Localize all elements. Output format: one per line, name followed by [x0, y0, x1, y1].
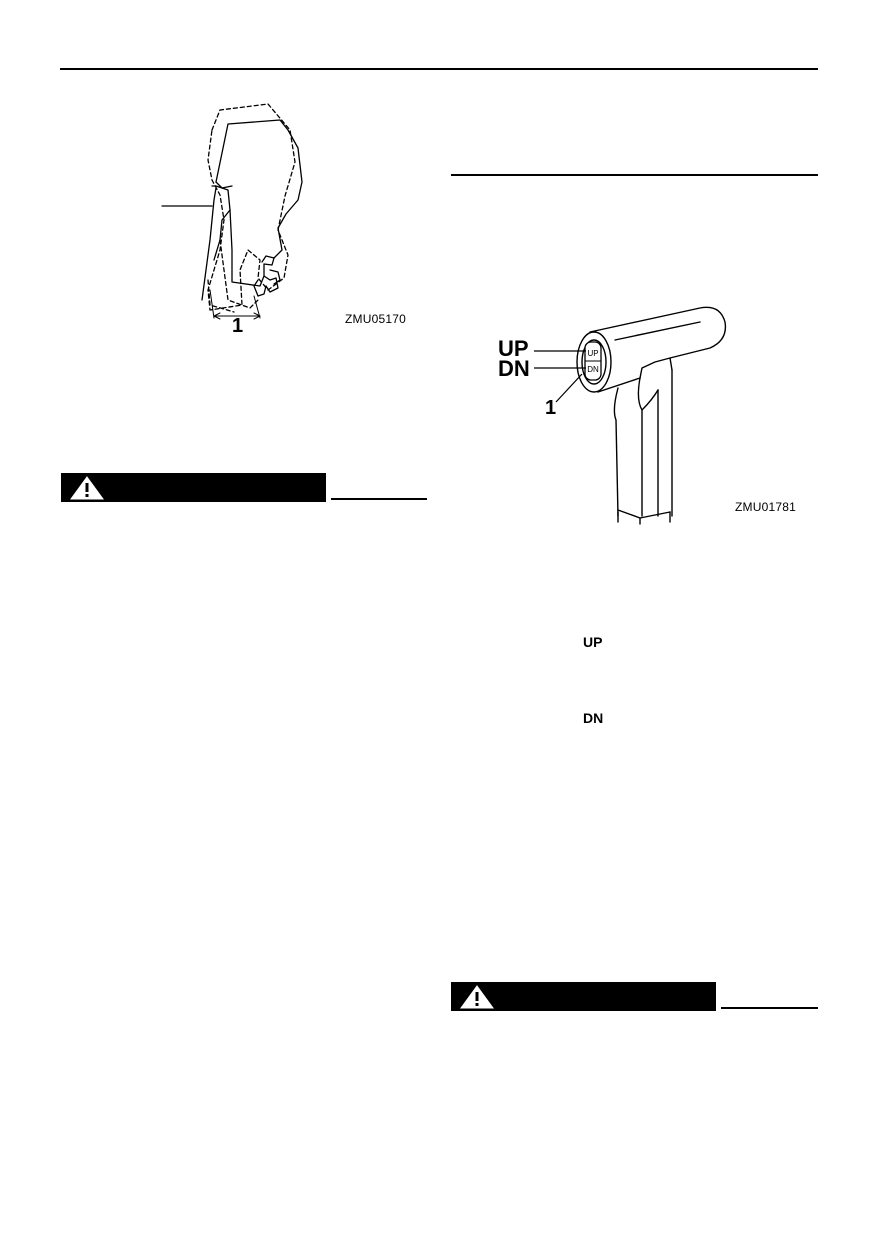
figure-label-up: UP: [498, 336, 529, 361]
left-callout-number: 1: [232, 315, 244, 337]
warning-bar-right: [451, 982, 716, 1011]
switch-dn-text: DN: [587, 365, 599, 374]
right-figure-code: ZMU01781: [735, 500, 796, 514]
outboard-motor-illustration: [161, 103, 303, 320]
body-label-up: UP: [583, 634, 603, 650]
warning-rule-right: [721, 1007, 818, 1009]
warning-rule-left: [331, 498, 427, 500]
tilt-switch-figure: UP DN: [560, 300, 740, 525]
switch-up-text: UP: [587, 349, 598, 358]
outboard-trim-figure: [150, 100, 430, 340]
body-label-dn: DN: [583, 710, 604, 726]
tilt-handle-illustration: UP DN: [576, 306, 727, 525]
warning-triangle-icon: [70, 476, 104, 500]
figure-leader-lines: [534, 350, 586, 403]
warning-triangle-icon: [460, 985, 494, 1009]
figure-label-dn: DN: [498, 356, 530, 381]
left-figure-code: ZMU05170: [345, 312, 406, 326]
page-header-rule: [60, 68, 818, 70]
warning-bar-left: [61, 473, 326, 502]
section-rule: [451, 174, 818, 176]
right-callout-number: 1: [545, 397, 557, 419]
